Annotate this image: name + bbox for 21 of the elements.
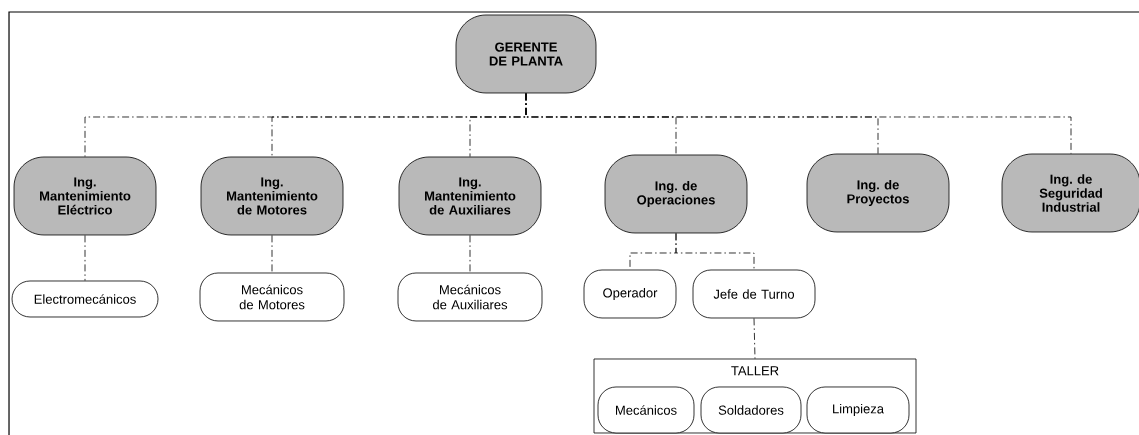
position-box: Ing. de Operaciones [604, 154, 748, 234]
position-box: Mecánicos de Auxiliares [397, 272, 543, 322]
connector [675, 233, 755, 270]
connector [753, 318, 756, 359]
connector [469, 235, 471, 273]
position-box: Ing. Mantenimiento de Motores [200, 156, 344, 236]
position-box: Electromecánicos [11, 280, 159, 318]
connector [525, 93, 1072, 154]
position-box: GERENTE DE PLANTA [455, 14, 597, 94]
position-box: Ing. Mantenimiento de Auxiliares [398, 156, 542, 236]
connector [271, 235, 273, 273]
position-box: Ing. de Seguridad Industrial [1001, 153, 1139, 233]
position-box: Soldadores [700, 386, 802, 434]
position-box: Limpieza [806, 386, 910, 434]
position-box: Mecánicos de Motores [199, 272, 345, 322]
position-box: Jefe de Turno [692, 269, 816, 319]
connector [84, 235, 86, 281]
position-box: Mecánicos [597, 386, 695, 434]
position-box: Ing. de Proyectos [806, 153, 950, 233]
position-box: Ing. Mantenimiento Eléctrico [13, 156, 157, 236]
position-box: Operador [583, 269, 677, 319]
